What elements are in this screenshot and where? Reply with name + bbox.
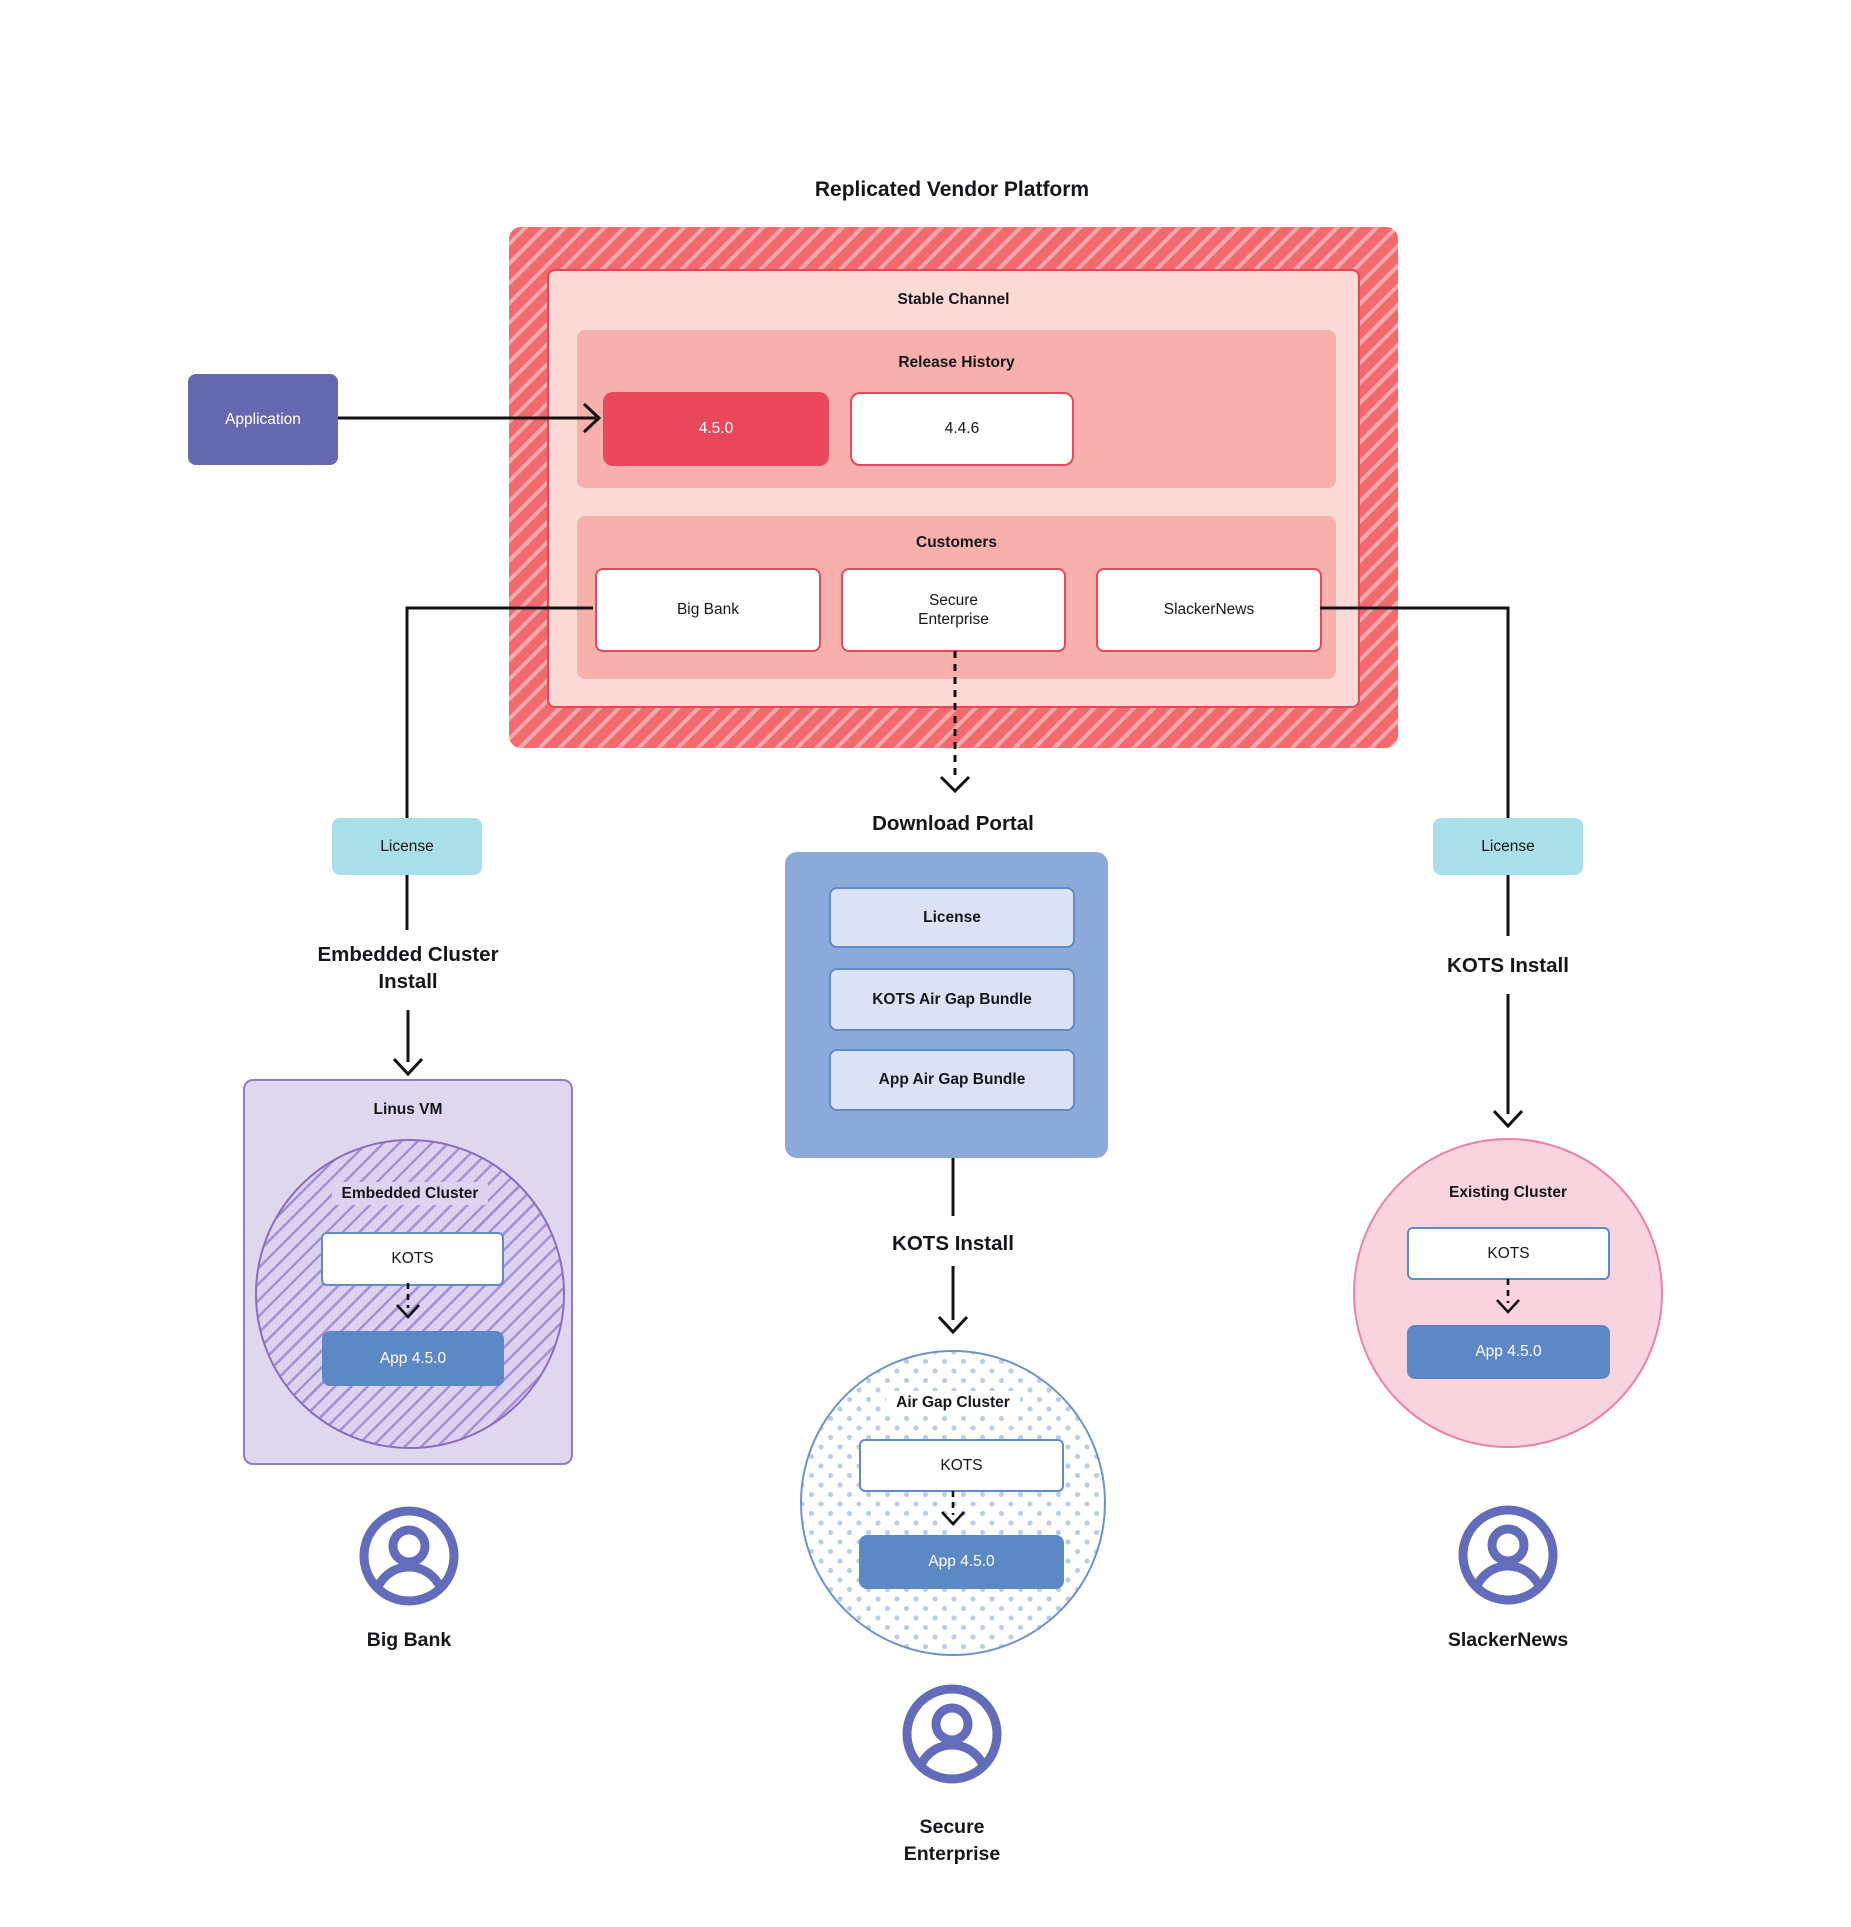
- embedded-cluster-install-label: Embedded Cluster Install: [317, 943, 499, 994]
- linus-vm-box: Linus VM Embedded Cluster KOTS App 4.5.0: [243, 1079, 573, 1465]
- diagram-title: Replicated Vendor Platform: [814, 178, 1090, 201]
- app-box-right: App 4.5.0: [1407, 1325, 1610, 1379]
- existing-cluster-label: Existing Cluster: [1449, 1184, 1567, 1201]
- arrowhead-existing: [1492, 1109, 1524, 1129]
- embedded-cluster-label: Embedded Cluster: [257, 1182, 563, 1205]
- kots-box-left: KOTS: [321, 1232, 504, 1286]
- kots-box-right: KOTS: [1407, 1227, 1610, 1280]
- user-name-slackernews: SlackerNews: [1447, 1629, 1569, 1651]
- user-icon-big-bank: [359, 1506, 459, 1606]
- portal-item-app-air-gap-bundle: App Air Gap Bundle: [829, 1049, 1075, 1111]
- customers-label: Customers: [916, 534, 997, 551]
- vendor-platform-container: Stable Channel Release History 4.5.0 4.4…: [509, 227, 1398, 748]
- customers-panel: Customers Big Bank Secure Enterprise Sla…: [577, 516, 1336, 679]
- air-gap-cluster-circle: Air Gap Cluster KOTS App 4.5.0: [800, 1350, 1106, 1656]
- user-icon-secure-enterprise: [902, 1684, 1002, 1784]
- arrowhead-vm: [392, 1057, 424, 1077]
- user-icon-slackernews: [1458, 1505, 1558, 1605]
- release-history-panel: Release History 4.5.0 4.4.6: [577, 330, 1336, 488]
- release-history-label: Release History: [898, 354, 1015, 371]
- kots-install-label-right: KOTS Install: [1447, 954, 1569, 977]
- portal-item-kots-air-gap-bundle: KOTS Air Gap Bundle: [829, 968, 1075, 1031]
- customer-box-big-bank: Big Bank: [595, 568, 821, 652]
- customer-box-secure-enterprise: Secure Enterprise: [841, 568, 1066, 652]
- embedded-cluster-circle: Embedded Cluster KOTS App 4.5.0: [255, 1139, 565, 1449]
- customer-box-slackernews: SlackerNews: [1096, 568, 1322, 652]
- license-badge-right: License: [1433, 818, 1583, 875]
- arrowhead-airgap: [937, 1315, 969, 1335]
- download-portal-box: License KOTS Air Gap Bundle App Air Gap …: [785, 852, 1108, 1158]
- existing-cluster-circle: Existing Cluster KOTS App 4.5.0: [1353, 1138, 1663, 1448]
- stable-channel-panel: Stable Channel Release History 4.5.0 4.4…: [547, 269, 1360, 708]
- user-name-big-bank: Big Bank: [366, 1629, 452, 1651]
- linus-vm-label: Linus VM: [373, 1101, 443, 1118]
- portal-item-license: License: [829, 887, 1075, 948]
- application-box: Application: [188, 374, 338, 465]
- kots-install-label-center: KOTS Install: [892, 1232, 1014, 1255]
- kots-box-center: KOTS: [859, 1439, 1064, 1492]
- user-name-secure-enterprise: Secure Enterprise: [903, 1816, 1001, 1865]
- download-portal-label: Download Portal: [872, 812, 1034, 835]
- stable-channel-label: Stable Channel: [897, 291, 1010, 308]
- arrowhead-portal: [939, 775, 971, 794]
- app-box-center: App 4.5.0: [859, 1535, 1064, 1589]
- license-badge-left: License: [332, 818, 482, 875]
- app-box-left: App 4.5.0: [322, 1331, 504, 1386]
- air-gap-cluster-label: Air Gap Cluster: [802, 1391, 1104, 1414]
- release-box-current: 4.5.0: [603, 392, 829, 466]
- release-box-previous: 4.4.6: [850, 392, 1074, 466]
